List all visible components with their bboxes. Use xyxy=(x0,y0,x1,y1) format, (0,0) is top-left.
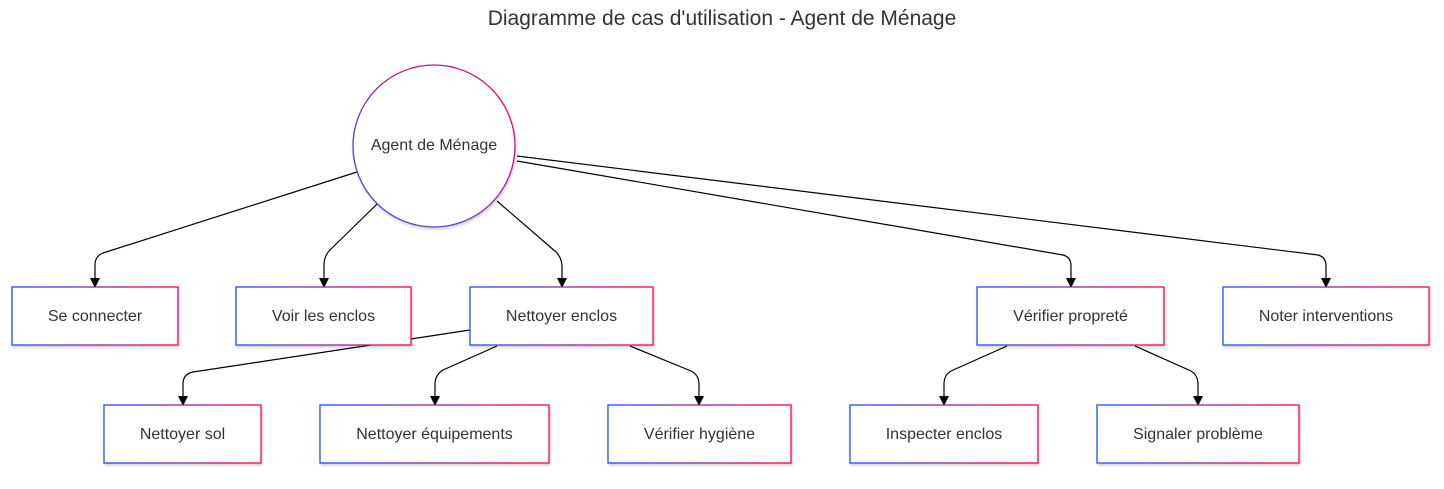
use-case-nettoyer-enclos: Nettoyer enclos xyxy=(469,286,654,346)
use-case-voir-les-enclos: Voir les enclos xyxy=(235,286,412,346)
edges xyxy=(90,155,1331,406)
use-case-label: Nettoyer sol xyxy=(140,426,225,443)
edge-agent-noter xyxy=(516,155,1331,288)
edge-agent-voir xyxy=(319,203,378,288)
use-case-noter-interventions: Noter interventions xyxy=(1222,286,1430,346)
use-case-se-connecter: Se connecter xyxy=(11,286,179,346)
use-case-label: Nettoyer équipements xyxy=(356,426,513,443)
edge-agent-verifier xyxy=(516,160,1076,288)
use-case-box xyxy=(235,286,412,346)
use-case-nettoyer-equipements: Nettoyer équipements xyxy=(319,404,550,464)
actor-circle xyxy=(352,64,516,228)
use-case-box xyxy=(11,286,179,346)
edge-nettoyer-sol xyxy=(178,329,471,406)
use-case-nettoyer-sol: Nettoyer sol xyxy=(103,404,262,464)
use-case-label: Signaler problème xyxy=(1133,426,1263,443)
use-case-signaler-probleme: Signaler problème xyxy=(1096,404,1300,464)
diagram-title: Diagramme de cas d'utilisation - Agent d… xyxy=(487,7,957,30)
use-case-inspecter-enclos: Inspecter enclos xyxy=(849,404,1039,464)
edge-verifier-inspecter xyxy=(939,345,1008,406)
edge-nettoyer-hygiene xyxy=(629,345,704,406)
use-case-verifier-proprete: Vérifier propreté xyxy=(976,286,1165,346)
use-case-box xyxy=(103,404,262,464)
edge-agent-connect xyxy=(90,171,358,288)
edge-agent-nettoyer xyxy=(496,200,567,288)
use-case-box xyxy=(319,404,550,464)
actor-label: Agent de Ménage xyxy=(371,137,497,154)
edge-verifier-signaler xyxy=(1134,345,1203,406)
use-case-label: Voir les enclos xyxy=(272,308,375,325)
use-case-label: Vérifier hygiène xyxy=(644,426,755,443)
use-case-box xyxy=(1222,286,1430,346)
edge-nettoyer-equip xyxy=(430,345,498,406)
use-case-label: Se connecter xyxy=(48,308,143,325)
use-case-label: Inspecter enclos xyxy=(886,426,1003,443)
use-case-box xyxy=(469,286,654,346)
use-case-label: Nettoyer enclos xyxy=(506,308,617,325)
use-case-label: Vérifier propreté xyxy=(1013,308,1128,325)
use-case-box xyxy=(976,286,1165,346)
use-case-box xyxy=(849,404,1039,464)
use-case-label: Noter interventions xyxy=(1259,308,1393,325)
use-case-verifier-hygiene: Vérifier hygiène xyxy=(607,404,792,464)
actor-agent: Agent de Ménage xyxy=(352,64,516,228)
use-case-box xyxy=(607,404,792,464)
use-case-box xyxy=(1096,404,1300,464)
